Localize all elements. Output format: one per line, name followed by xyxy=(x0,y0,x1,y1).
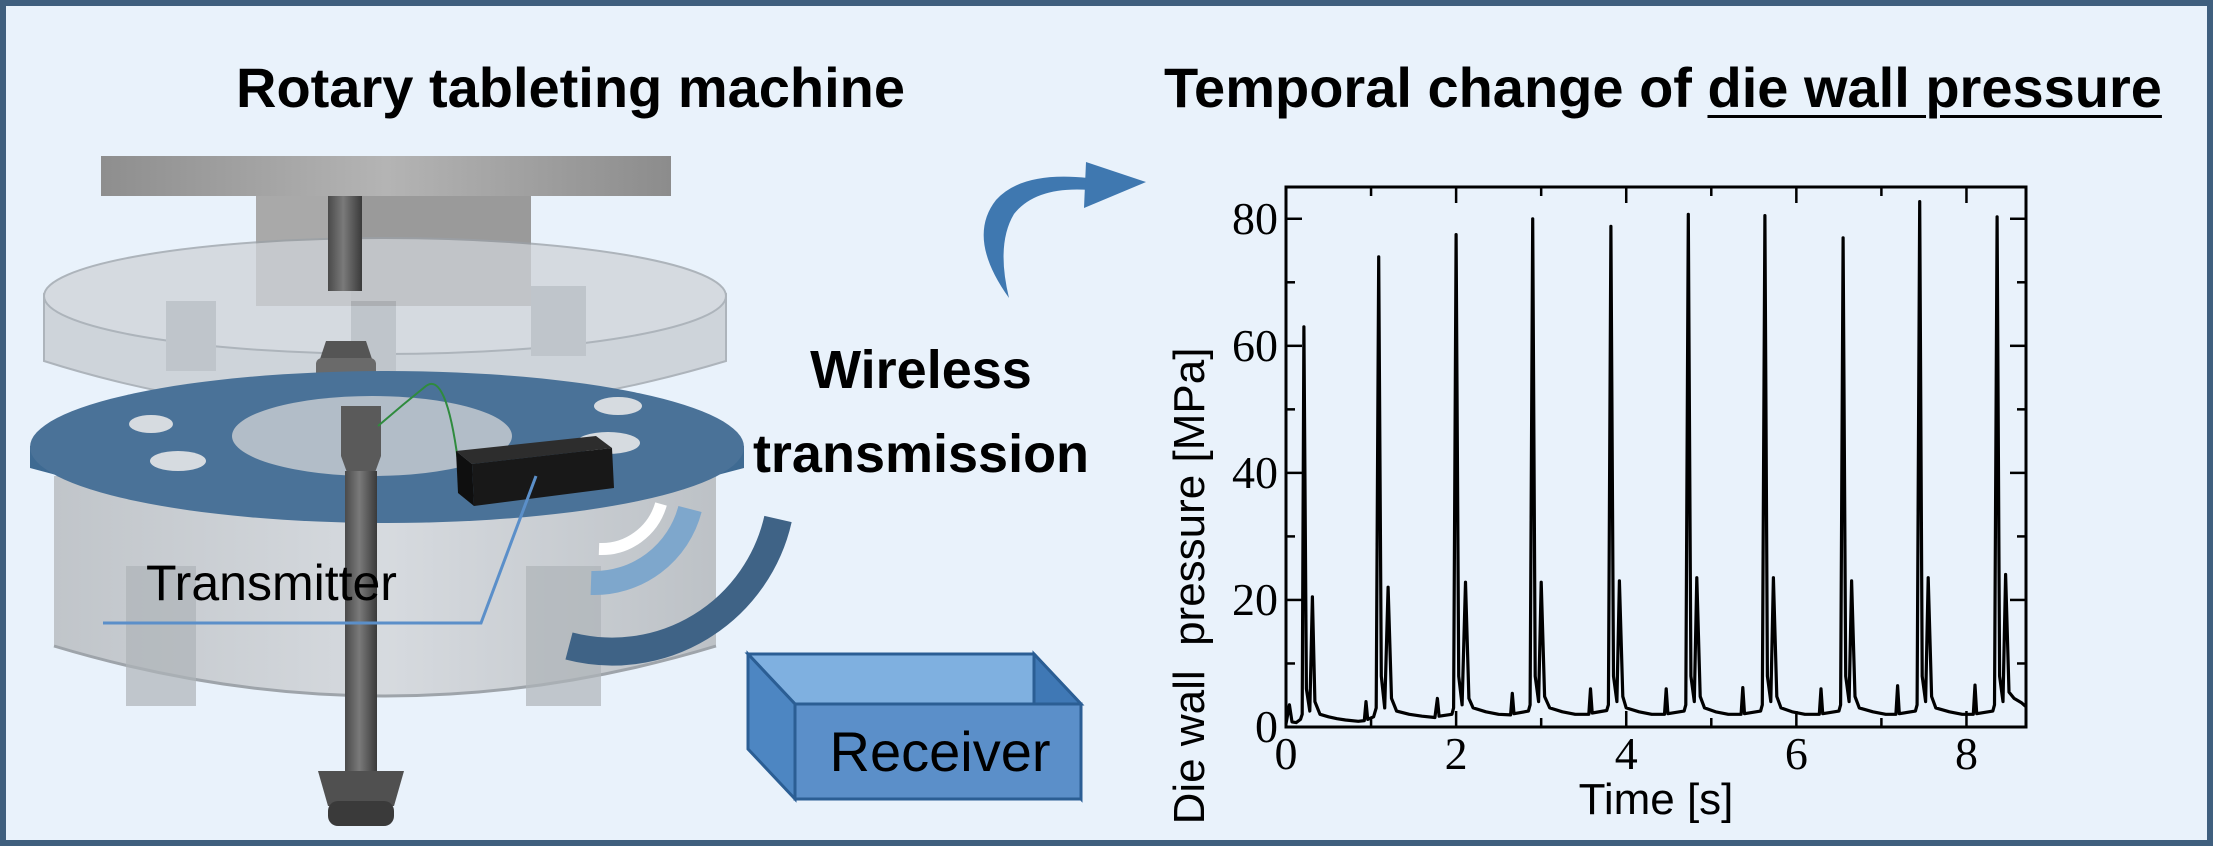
receiver-label: Receiver xyxy=(829,720,1051,783)
x-axis-label: Time [s] xyxy=(1579,775,1734,824)
wireless-line-1: Wireless xyxy=(810,340,1032,400)
title-prefix: Temporal change of xyxy=(1164,56,1708,119)
y-tick-label: 80 xyxy=(1232,193,1278,244)
title-underlined-term: die wall pressure xyxy=(1707,56,2162,119)
y-tick-label: 0 xyxy=(1255,701,1278,752)
x-tick-label: 8 xyxy=(1955,728,1978,779)
x-tick-label: 6 xyxy=(1785,728,1808,779)
lower-punch xyxy=(318,406,404,826)
title-temporal-change: Temporal change of die wall pressure xyxy=(1164,60,2162,116)
die-table xyxy=(30,371,744,523)
wireless-line-2: transmission xyxy=(752,424,1090,484)
y-tick-label: 20 xyxy=(1232,574,1278,625)
x-tick-label: 4 xyxy=(1615,728,1638,779)
tableting-machine-illustration xyxy=(30,156,1146,826)
y-tick-label: 40 xyxy=(1232,447,1278,498)
axis-ticks xyxy=(1284,187,2026,729)
y-tick-label: 60 xyxy=(1232,320,1278,371)
x-tick-label: 0 xyxy=(1275,728,1298,779)
title-rotary-tableting-machine: Rotary tableting machine xyxy=(236,56,906,119)
transmitter-box xyxy=(456,436,614,506)
receiver-box xyxy=(744,650,1085,803)
upper-cylinder xyxy=(43,237,727,415)
x-tick-label: 2 xyxy=(1445,728,1468,779)
transmitter-leader-line xyxy=(103,475,538,625)
wireless-transmission-label: Wireless transmission xyxy=(741,328,1101,496)
pressure-series-line xyxy=(1284,200,2028,725)
transmitter-label: Transmitter xyxy=(146,555,397,611)
plot-frame xyxy=(1284,185,2028,729)
y-axis-label: Die wall pressure [MPa] xyxy=(1165,348,1214,825)
curved-arrow-icon xyxy=(983,162,1146,298)
wireless-waves-icon xyxy=(565,502,792,666)
